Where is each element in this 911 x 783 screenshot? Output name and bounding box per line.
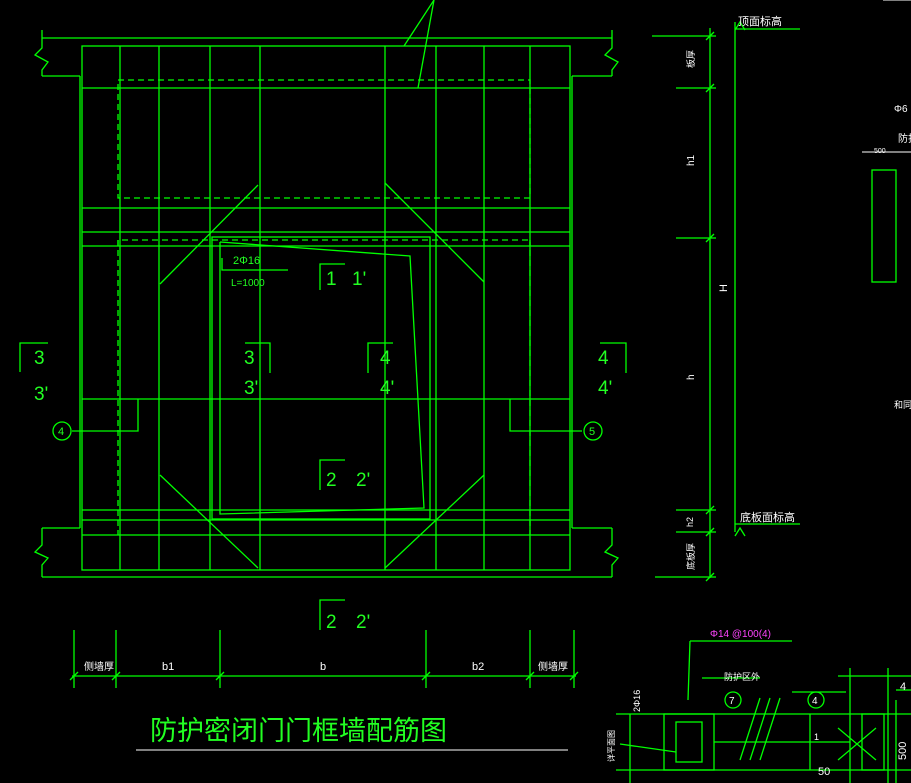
- sec3-inner-a: 3: [244, 348, 255, 369]
- axis-left-label: 4: [58, 426, 64, 438]
- h1-label: h1: [686, 154, 697, 166]
- vertical-rebars: [119, 46, 531, 570]
- H-label: H: [718, 284, 730, 292]
- right-dimensions: 顶面标高 板厚 h1 H h h2 底板面标高 底板厚: [652, 14, 800, 582]
- top-break-line: [33, 30, 619, 77]
- sec3-left-a: 3: [34, 348, 45, 369]
- sec1-b: 1': [352, 269, 366, 290]
- dim-500b-label: 500: [897, 742, 909, 760]
- dim-wall-right: 侧墙厚: [538, 660, 568, 673]
- bottom-break-line: [33, 527, 620, 578]
- dim-1-label: 1: [814, 732, 819, 742]
- right-partial-detail: Φ6 防护 500 和同院: [862, 0, 911, 410]
- sec1-a: 1: [326, 269, 337, 290]
- axis-lines: [72, 399, 582, 432]
- axis-right-label: 5: [589, 426, 595, 438]
- door-opening: [211, 236, 431, 520]
- bottom-dimension: 侧墙厚 b1 b b2 侧墙厚: [69, 630, 579, 688]
- section-brackets: [19, 263, 627, 630]
- section-detail: Φ14 @100(4): [606, 629, 911, 783]
- note-cut-label: 和同院: [894, 399, 911, 410]
- top-elev-label: 顶面标高: [738, 14, 782, 28]
- side-walls: [79, 76, 573, 528]
- drawing-title: 防护密闭门门框墙配筋图: [150, 716, 447, 746]
- detail-left-rebar: 2Φ16: [632, 690, 642, 712]
- sec2-inner-b: 2': [356, 470, 370, 491]
- circle-b-label: 4: [812, 696, 818, 707]
- sec2-outer-b: 2': [356, 612, 370, 633]
- diagonal-bars: [159, 182, 485, 569]
- outer-frame: [81, 45, 571, 571]
- sec2-inner-a: 2: [326, 470, 337, 491]
- dim-50-label: 50: [818, 766, 830, 778]
- dim-b1: b1: [162, 661, 174, 673]
- plate-thk-label: 板厚: [685, 50, 696, 68]
- phi6-label: Φ6: [894, 104, 908, 115]
- h2-label: h2: [685, 517, 695, 527]
- fanghu-label: 防护: [898, 132, 911, 145]
- dim500-label: 500: [874, 148, 886, 155]
- rebar-note-leader: [221, 258, 288, 271]
- sec4-inner-b: 4': [380, 378, 394, 399]
- zone-label: 防护区外: [724, 671, 760, 682]
- sec3-left-b: 3': [34, 384, 48, 405]
- rebar-length: L=1000: [231, 278, 265, 289]
- sec4-right-a: 4: [598, 348, 609, 369]
- axis-circles: [52, 421, 603, 441]
- h-label: h: [686, 374, 697, 380]
- horizontal-rebars: [82, 87, 570, 536]
- top-leaders: [403, 0, 435, 89]
- main-elevation: [33, 0, 620, 578]
- detail-rebar-label: Φ14 @100(4): [710, 629, 771, 640]
- dim-wall-left: 侧墙厚: [84, 660, 114, 673]
- dim-b: b: [320, 661, 326, 673]
- bottom-elev-label: 底板面标高: [740, 510, 795, 524]
- dim-b2: b2: [472, 661, 484, 673]
- dashed-top-inner: [117, 239, 531, 246]
- detail-left-note: 详平面图: [606, 730, 616, 762]
- sec2-outer-a: 2: [326, 612, 337, 633]
- lintel-dashed: [117, 79, 531, 199]
- circle-a-label: 7: [729, 696, 735, 707]
- bottom-plate-label: 底板厚: [685, 543, 696, 570]
- sec3-inner-b: 3': [244, 378, 258, 399]
- corner-label: 4: [900, 681, 906, 693]
- rebar-note: 2Φ16: [233, 255, 260, 267]
- sec4-inner-a: 4: [380, 348, 391, 369]
- sec4-right-b: 4': [598, 378, 612, 399]
